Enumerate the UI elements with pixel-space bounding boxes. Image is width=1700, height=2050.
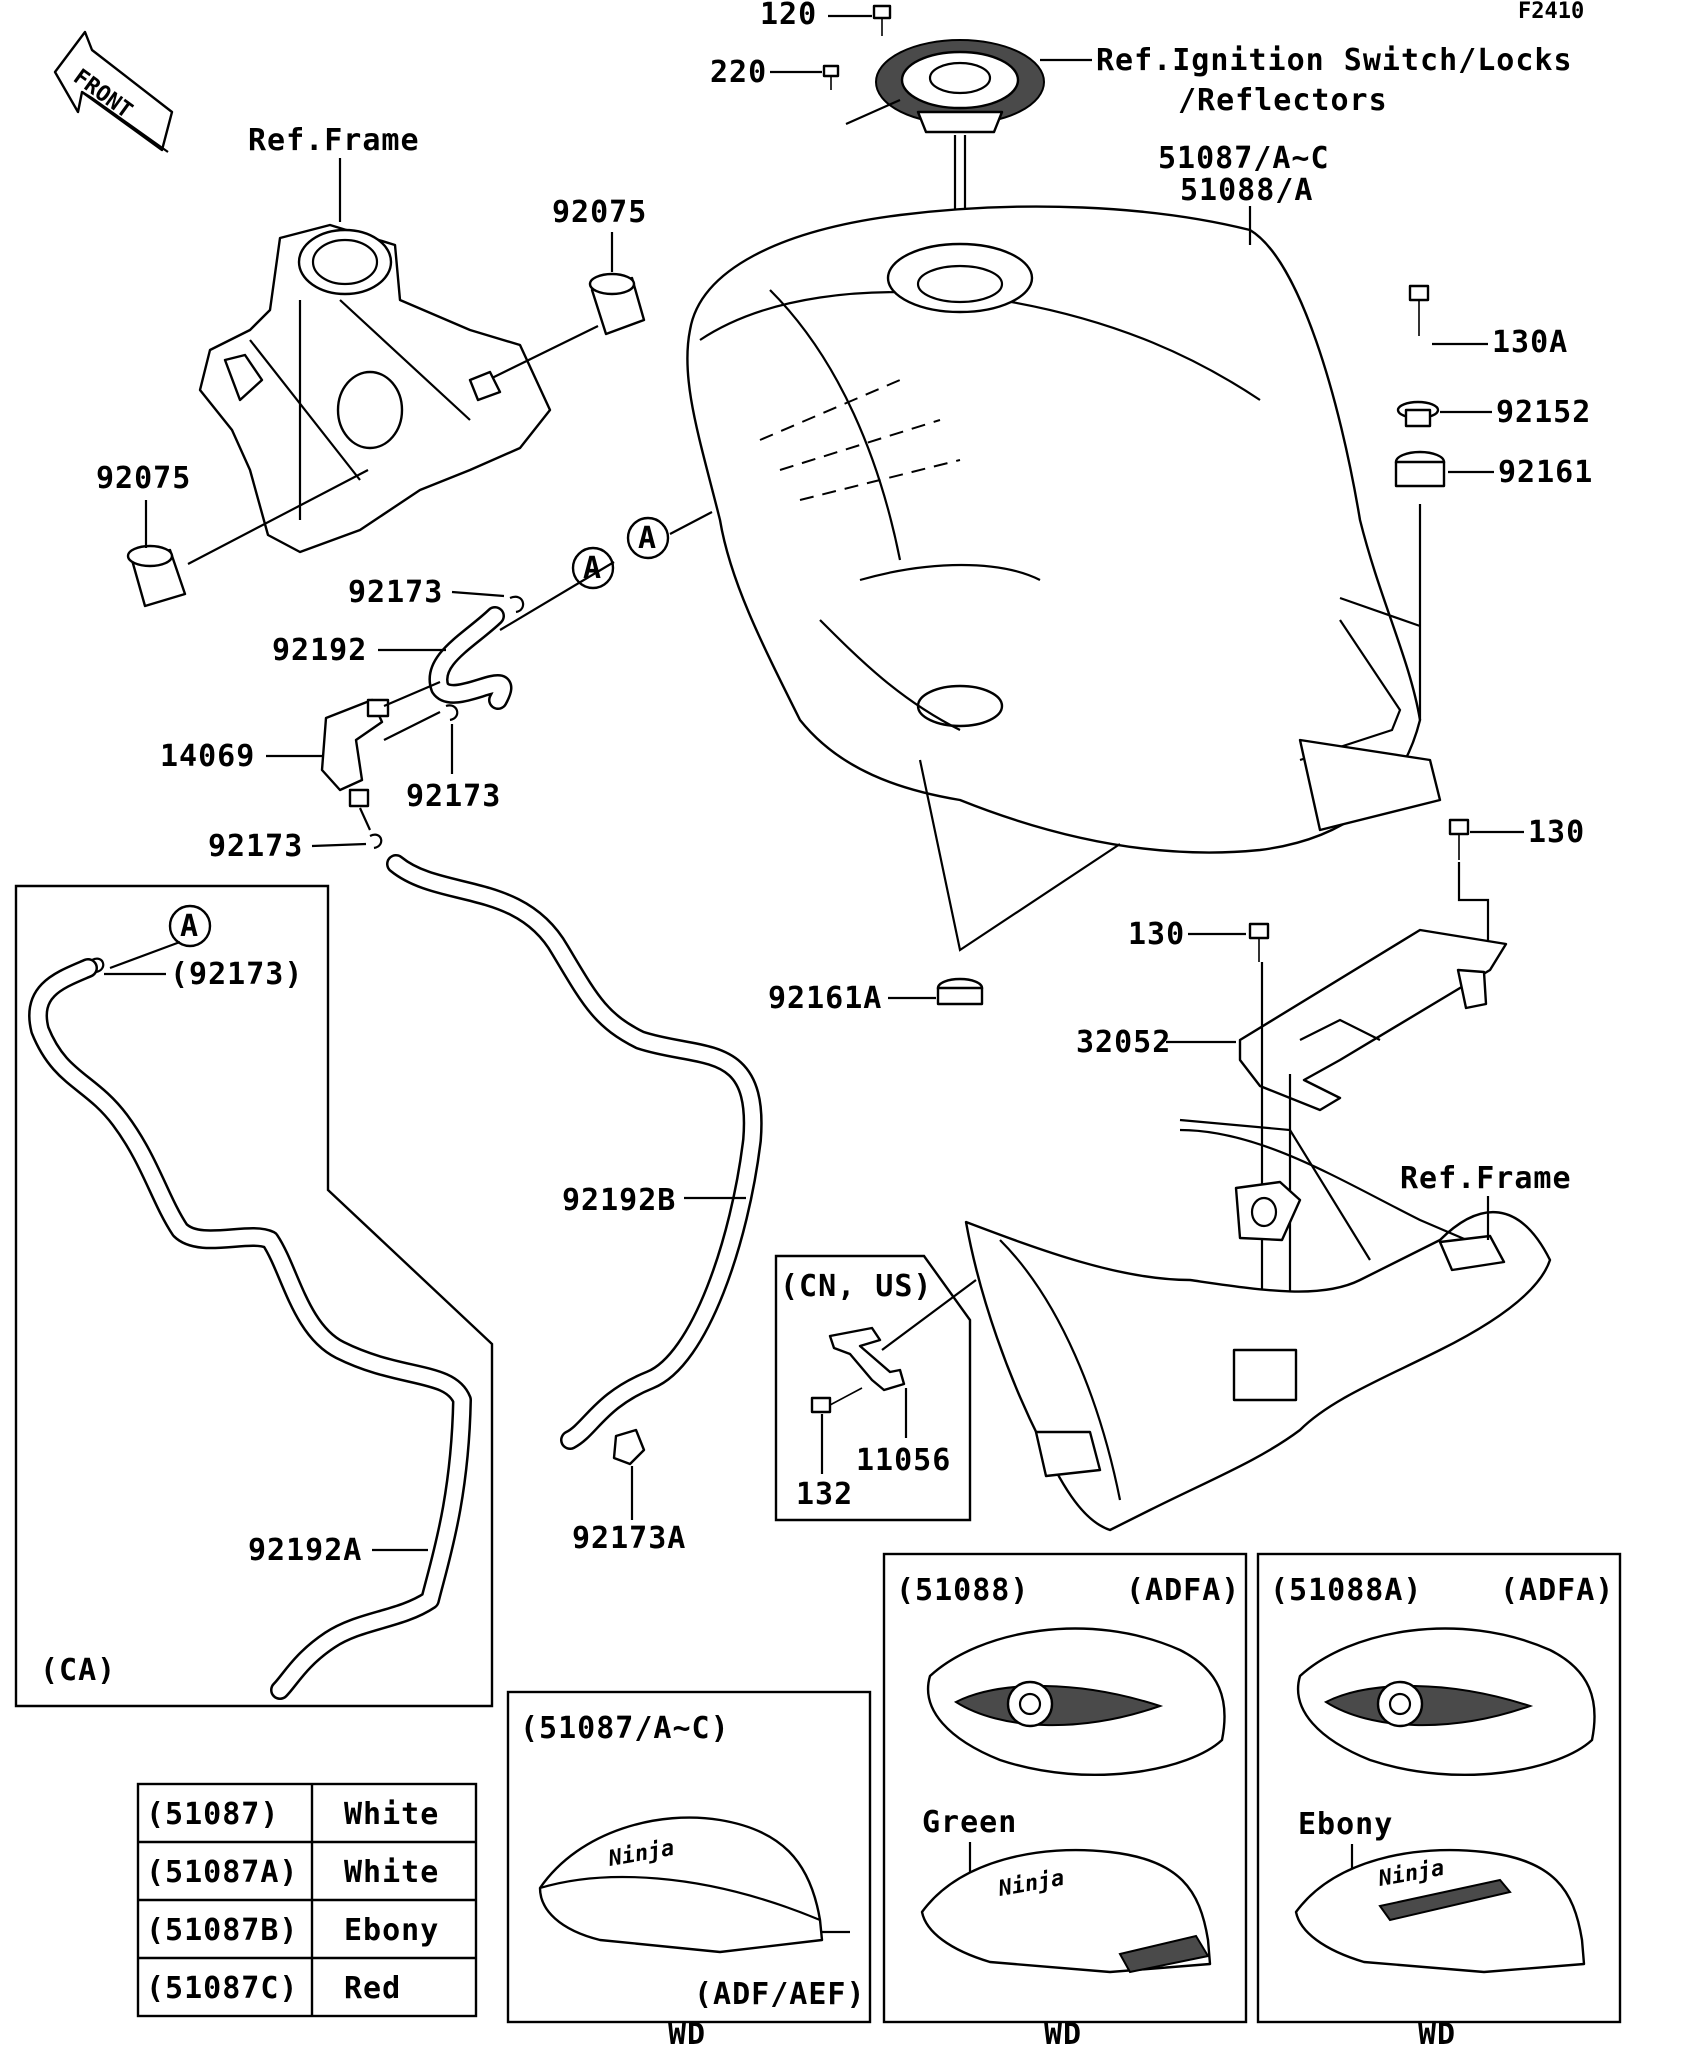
inset-51088a-variant: (ADFA): [1500, 1573, 1614, 1608]
callout-11056: 11056: [856, 1443, 951, 1478]
fuel-tank-part: [686, 205, 1442, 854]
callout-32052: 32052: [1076, 1025, 1171, 1060]
diagram-code: F2410: [1518, 0, 1584, 24]
inset-51087-title: (51087/A~C): [520, 1711, 730, 1746]
bolt-130-right-icon: [1448, 818, 1470, 860]
bolt-120-icon: [872, 4, 892, 36]
clamp-92173-ca-icon: [91, 957, 105, 974]
color-table-color-2: Ebony: [344, 1913, 439, 1948]
inset-51088-variant: (ADFA): [1126, 1573, 1240, 1608]
fuel-cap-part: [875, 39, 1045, 240]
inset-cn-us-label: (CN, US): [780, 1269, 933, 1304]
footer-wd-51088: WD: [1044, 2017, 1082, 2050]
callout-130-mid: 130: [1128, 917, 1185, 952]
callout-92192b: 92192B: [562, 1183, 676, 1218]
callout-92192: 92192: [272, 633, 367, 668]
inset-cn-us: (CN, US) 11056 132: [774, 1254, 977, 1522]
callout-92161a: 92161A: [768, 981, 882, 1016]
callout-92173-a: 92173: [348, 575, 443, 610]
callout-92075-top: 92075: [552, 195, 647, 230]
inset-51087: (51087/A~C) Ninja (ADF/AEF): [506, 1690, 872, 2024]
damper-92075-left: [126, 544, 187, 608]
marker-a-ca: A: [180, 909, 199, 944]
footer-wd-51088a: WD: [1418, 2017, 1456, 2050]
color-table-part-2: (51087B): [146, 1913, 299, 1948]
clamp-92173-b-icon: [445, 704, 459, 722]
callout-ref-frame-bottom: Ref.Frame: [1400, 1161, 1572, 1196]
color-table-color-0: White: [344, 1797, 439, 1832]
callout-120: 120: [760, 0, 817, 32]
color-table-part-1: (51087A): [146, 1855, 299, 1890]
clamp-92173-a-icon: [509, 595, 525, 614]
inset-ca-label: (CA): [40, 1653, 116, 1688]
callout-92152: 92152: [1496, 395, 1591, 430]
valve-14069: [320, 698, 390, 808]
hose-92192b: [386, 854, 763, 1450]
callout-130-right: 130: [1528, 815, 1585, 850]
hose-92192a: [28, 958, 472, 1700]
callout-51088: 51088/A: [1180, 173, 1313, 208]
clip-11056-icon: [828, 1326, 906, 1392]
callout-132: 132: [796, 1477, 853, 1512]
color-table-part-0: (51087): [146, 1797, 279, 1832]
inset-51088: (51088) (ADFA) Green Ninja: [882, 1552, 1248, 2024]
callout-14069: 14069: [160, 739, 255, 774]
marker-a-1-icon: A: [626, 516, 670, 560]
cap-92173a-icon: [612, 1428, 646, 1466]
clamp-92173-c-icon: [369, 833, 383, 850]
inset-51088a: (51088A) (ADFA) Ebony Ninja: [1256, 1552, 1622, 2024]
callout-92075-left: 92075: [96, 461, 191, 496]
frame-head-part: [198, 223, 552, 554]
bolt-220-icon: [822, 64, 840, 90]
callout-130a: 130A: [1492, 325, 1568, 360]
bracket-32052: [1238, 928, 1508, 1112]
callout-ref-ignition-2: /Reflectors: [1178, 83, 1388, 118]
grommet-92161a-icon: [936, 977, 984, 1006]
bolt-130-mid-icon: [1248, 922, 1270, 962]
callout-220: 220: [710, 55, 767, 90]
callout-92173-c: 92173: [208, 829, 303, 864]
collar-92152-icon: [1396, 400, 1440, 428]
callout-51087: 51087/A~C: [1158, 141, 1330, 176]
inset-51088a-title: (51088A): [1270, 1573, 1423, 1608]
hose-92192: [428, 606, 513, 710]
callout-92161: 92161: [1498, 455, 1593, 490]
bolt-132-icon: [810, 1387, 863, 1414]
color-table-color-3: Red: [344, 1971, 401, 2006]
callout-ref-ignition-1: Ref.Ignition Switch/Locks: [1096, 43, 1573, 78]
inset-ca: A (92173) 92192A (CA): [14, 884, 494, 1708]
frame-rear-part: [964, 1118, 1552, 1532]
callout-92173a: 92173A: [572, 1521, 686, 1556]
inset-51087-variant: (ADF/AEF): [694, 1977, 866, 2012]
callout-92173-ca: (92173): [170, 957, 303, 992]
grommet-92161-icon: [1394, 450, 1446, 488]
color-table-part-3: (51087C): [146, 1971, 299, 2006]
footer-wd-51087: WD: [668, 2017, 706, 2050]
front-arrow-icon: FRONT: [53, 30, 174, 153]
damper-92075-top: [588, 272, 646, 336]
color-table-color-1: White: [344, 1855, 439, 1890]
svg-text:A: A: [583, 551, 602, 586]
color-table: (51087) White (51087A) White (51087B) Eb…: [136, 1782, 478, 2018]
callout-ref-frame-top: Ref.Frame: [248, 123, 420, 158]
inset-51088-color: Green: [922, 1805, 1017, 1840]
svg-text:A: A: [638, 521, 657, 556]
bolt-130a-icon: [1408, 284, 1430, 336]
callout-92192a: 92192A: [248, 1533, 362, 1568]
inset-51088a-color: Ebony: [1298, 1807, 1393, 1842]
inset-51088-title: (51088): [896, 1573, 1029, 1608]
callout-92173-b: 92173: [406, 779, 501, 814]
